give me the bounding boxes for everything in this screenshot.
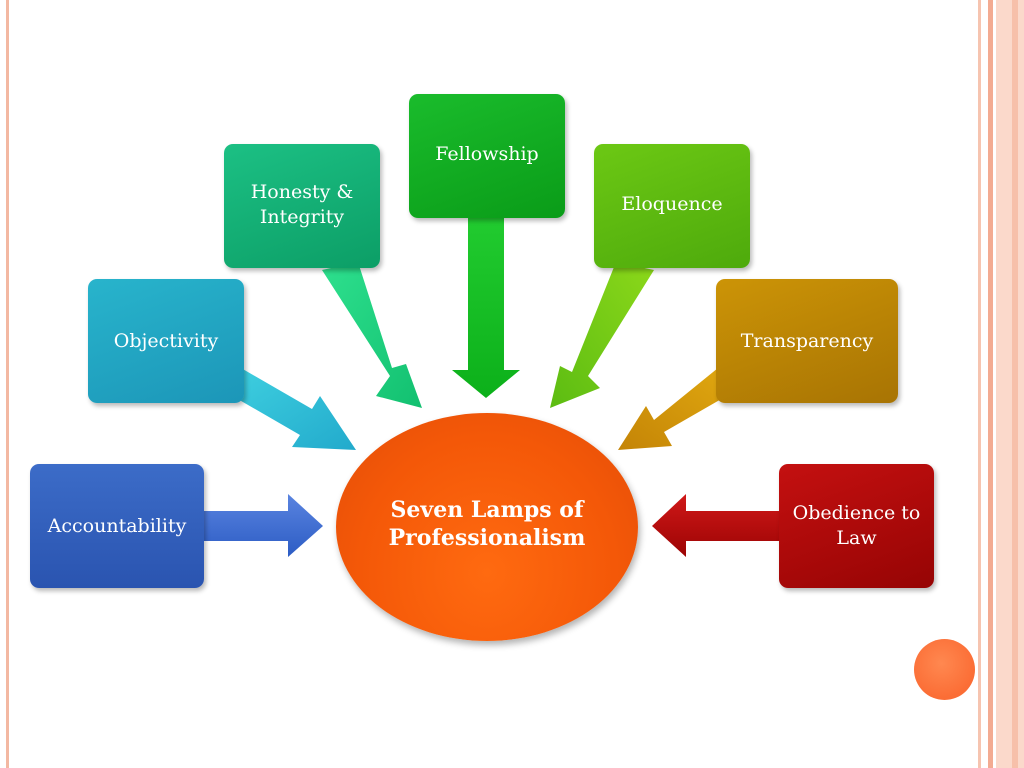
- decorative-orange-dot: [914, 639, 975, 700]
- center-hub-label: Seven Lamps of Professionalism: [388, 497, 586, 551]
- lamp-label-transparency: Transparency: [740, 329, 874, 352]
- slide-frame-right-line: [988, 0, 993, 768]
- arrow-fellowship: [452, 212, 520, 398]
- lamp-label-accountability: Accountability: [47, 514, 187, 537]
- lamp-box-accountability: Accountability: [30, 464, 204, 588]
- arrow-obedience: [652, 494, 782, 557]
- arrow-eloquence: [550, 262, 654, 408]
- lamp-box-honesty: Honesty & Integrity: [224, 144, 380, 268]
- lamp-label-objectivity: Objectivity: [113, 329, 219, 352]
- arrow-honesty: [322, 262, 422, 408]
- lamp-label-obedience: Obedience to Law: [792, 502, 921, 549]
- arrow-transparency: [618, 368, 730, 450]
- slide-frame-right-band: [996, 0, 1024, 768]
- lamp-label-fellowship: Fellowship: [435, 143, 539, 165]
- center-hub-ellipse: Seven Lamps of Professionalism: [336, 413, 638, 641]
- slide-frame-left-line: [6, 0, 9, 768]
- lamp-box-fellowship: Fellowship: [409, 94, 565, 218]
- slide-frame-right-line: [1012, 0, 1018, 768]
- lamp-label-honesty: Honesty & Integrity: [250, 181, 354, 228]
- lamp-box-transparency: Transparency: [716, 279, 898, 403]
- arrow-accountability: [198, 494, 323, 557]
- slide-frame-right-line: [978, 0, 981, 768]
- arrow-objectivity: [229, 368, 356, 450]
- lamp-box-eloquence: Eloquence: [594, 144, 750, 268]
- lamp-box-obedience: Obedience to Law: [779, 464, 934, 588]
- lamp-label-eloquence: Eloquence: [621, 193, 723, 215]
- lamp-box-objectivity: Objectivity: [88, 279, 244, 403]
